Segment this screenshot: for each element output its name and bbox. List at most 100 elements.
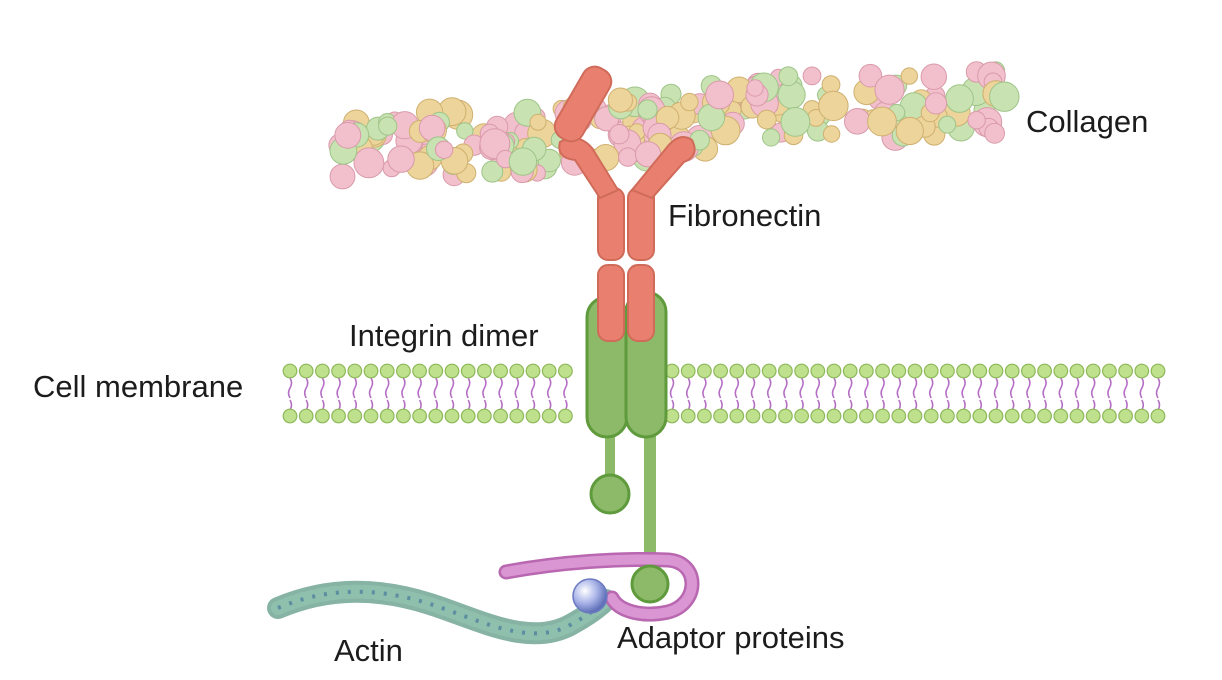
collagen-subunit [895,116,924,146]
collagen-subunit [746,79,764,97]
lipid-head [1004,363,1020,379]
lipid-head [680,408,696,424]
collagen-subunit [353,147,385,179]
lipid-head [363,363,379,379]
lipid-head [282,408,298,424]
lipid-head [363,408,379,424]
lipid-head [1101,363,1117,379]
lipid-head [1085,408,1101,424]
lipid-head [493,408,509,424]
lipid-head [1021,408,1036,424]
adaptor-linker-sphere [572,578,608,614]
lipid-head [826,363,842,379]
lipid-head [525,363,541,379]
lipid-head [697,408,712,424]
actin-filament [267,580,617,645]
fibronectin-left-base [597,264,625,342]
lipid-head [331,363,347,379]
lipid-head [509,363,525,379]
lipid-head [729,408,745,424]
lipid-head [331,408,347,424]
collagen-subunit [920,63,947,90]
collagen-subunit [329,163,356,190]
lipid-head [477,408,492,424]
collagen-subunit [378,116,398,136]
lipid-head [541,363,557,379]
lipid-head [956,408,971,424]
lipid-head [1004,408,1020,424]
fibronectin-collagen-binding-domain [553,65,613,143]
lipid-head [891,363,907,379]
integrin-alpha-head [589,473,631,515]
cell-membrane-bilayer [282,363,1166,424]
lipid-head [558,363,573,379]
collagen-subunit [456,122,474,140]
lipid-head [396,363,411,379]
fibronectin-right-base [627,264,655,342]
collagen-subunit [778,66,799,87]
lipid-head [525,408,541,424]
fibronectin-right-arm [630,136,696,200]
lipid-head [907,408,923,424]
collagen-subunit [637,99,658,120]
lipid-head [477,363,492,379]
lipid-head [859,363,874,379]
collagen-subunit [434,140,454,160]
collagen-subunit [609,124,630,145]
lipid-head [810,408,826,424]
collagen-subunit [818,90,849,122]
collagen-label: Collagen [1026,104,1148,139]
lipid-head [282,363,298,379]
lipid-head [298,408,314,424]
collagen-subunit [508,147,538,176]
collagen-subunit [867,106,897,137]
fibronectin [553,65,696,342]
lipid-head [1134,363,1150,379]
lipid-head [460,363,476,379]
lipid-head [1021,363,1036,379]
collagen-subunit [334,121,362,149]
lipid-head [972,363,988,379]
collagen-subunit [618,147,638,167]
lipid-head [558,408,573,424]
lipid-head [1150,408,1166,424]
lipid-head [444,408,460,424]
lipid-head [923,363,939,379]
lipid-head [713,408,728,424]
lipid-head [988,363,1004,379]
lipid-head [826,408,842,424]
lipid-head [493,363,509,379]
collagen-subunit [858,63,883,88]
lipid-head [298,363,314,379]
collagen-subunit [989,81,1020,112]
lipid-head [1069,363,1085,379]
lipid-head [940,408,955,424]
lipid-head [1053,363,1069,379]
lipid-head [761,363,777,379]
lipid-head [794,363,809,379]
lipid-head [347,363,363,379]
lipid-head [923,408,939,424]
lipid-head [428,363,444,379]
lipid-head [541,408,557,424]
collagen-subunit [607,87,634,113]
collagen-subunit [705,80,734,110]
collagen-subunit [967,111,986,130]
collagen-subunit [762,128,781,147]
lipid-head [745,408,761,424]
lipid-head [1053,408,1069,424]
adaptor-proteins-label: Adaptor proteins [617,620,844,655]
lipid-head [412,408,428,424]
lipid-head [379,408,395,424]
lipid-head [972,408,988,424]
collagen-subunit [481,160,504,183]
actin-label: Actin [334,633,403,668]
collagen-subunit [802,66,822,86]
collagen-subunit [900,67,918,85]
collagen-subunit [822,125,841,143]
lipid-head [315,408,330,424]
lipid-head [940,363,955,379]
lipid-head [956,363,971,379]
collagen-subunit [984,122,1005,144]
